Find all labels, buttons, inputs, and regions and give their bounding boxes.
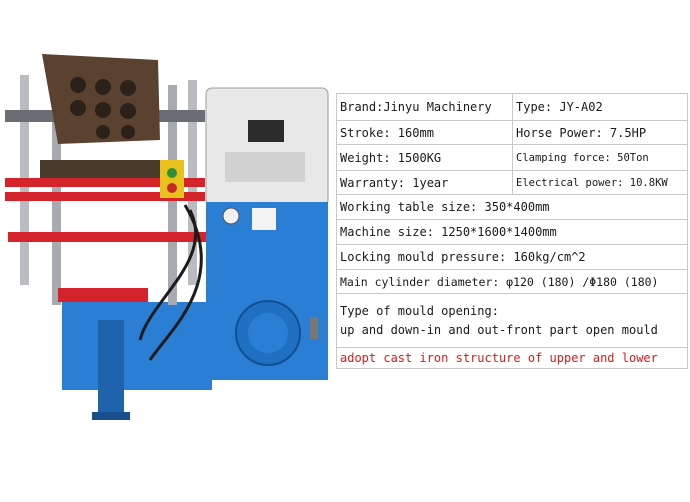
spec-row: Working table size: 350*400mm	[336, 194, 688, 220]
spec-row: Type of mould opening: up and down-in an…	[336, 293, 688, 348]
spec-row: Main cylinder diameter: φ120 (180) /Φ180…	[336, 269, 688, 294]
control-screen	[248, 120, 284, 142]
red-plate-3	[8, 232, 206, 242]
red-plate-1	[5, 178, 205, 187]
pressure-gauge	[222, 207, 240, 225]
warranty-cell: Warranty: 1year	[336, 170, 513, 195]
rubber-press-machine-image	[5, 54, 329, 420]
brand-cell: Brand:Jinyu Machinery	[336, 93, 513, 121]
spec-row: Locking mould pressure: 160kg/cm^2	[336, 244, 688, 270]
cylinder-diameter-cell: Main cylinder diameter: φ120 (180) /Φ180…	[336, 269, 688, 294]
red-plate-4	[58, 288, 148, 302]
clamping-force-cell: Clamping force: 50Ton	[512, 144, 688, 171]
lower-mould	[40, 160, 180, 178]
horse-power-cell: Horse Power: 7.5HP	[512, 120, 688, 145]
structure-note-cell: adopt cast iron structure of upper and l…	[336, 347, 688, 369]
spec-row: adopt cast iron structure of upper and l…	[336, 347, 688, 369]
mould-opening-value: up and down-in and out-front part open m…	[340, 322, 658, 337]
stroke-cell: Stroke: 160mm	[336, 120, 513, 145]
type-cell: Type: JY-A02	[512, 93, 688, 121]
spec-row: Weight: 1500KG Clamping force: 50Ton	[336, 144, 688, 171]
machine-size-cell: Machine size: 1250*1600*1400mm	[336, 219, 688, 245]
spec-row: Machine size: 1250*1600*1400mm	[336, 219, 688, 245]
weight-cell: Weight: 1500KG	[336, 144, 513, 171]
spec-table: Brand:Jinyu Machinery Type: JY-A02 Strok…	[336, 93, 688, 369]
table-size-cell: Working table size: 350*400mm	[336, 194, 688, 220]
mould-opening-cell: Type of mould opening: up and down-in an…	[336, 293, 688, 348]
locking-pressure-cell: Locking mould pressure: 160kg/cm^2	[336, 244, 688, 270]
upper-mould	[42, 54, 160, 144]
electrical-power-cell: Electrical power: 10.8KW	[512, 170, 688, 195]
mould-opening-label: Type of mould opening:	[340, 303, 499, 318]
spec-row: Brand:Jinyu Machinery Type: JY-A02	[336, 93, 688, 121]
red-plate-2	[5, 192, 205, 201]
main-cylinder	[98, 320, 124, 418]
control-cabinet	[205, 87, 329, 207]
machine-base	[62, 302, 212, 390]
spec-row: Warranty: 1year Electrical power: 10.8KW	[336, 170, 688, 195]
spec-row: Stroke: 160mm Horse Power: 7.5HP	[336, 120, 688, 145]
